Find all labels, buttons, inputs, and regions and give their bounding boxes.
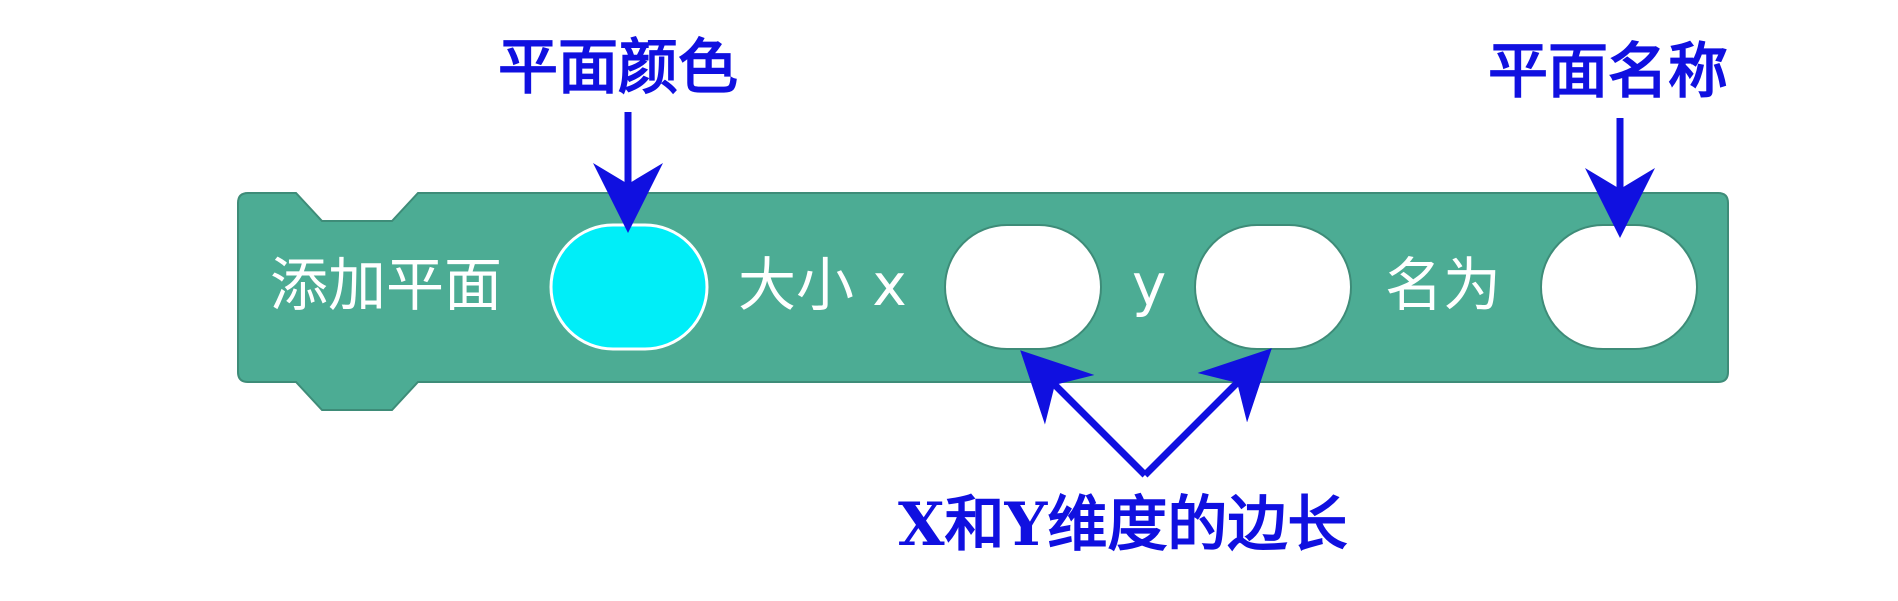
- name-slot[interactable]: [1540, 224, 1698, 350]
- block-label-add-plane: 添加平面: [270, 251, 502, 319]
- block-label-name: 名为: [1385, 251, 1501, 319]
- block-label-size-x: 大小 x: [738, 251, 907, 319]
- annotation-plane-color: 平面颜色: [498, 33, 738, 103]
- x-size-slot[interactable]: [944, 224, 1102, 350]
- arrow-to-x-slot: [1020, 350, 1148, 478]
- y-size-slot[interactable]: [1194, 224, 1352, 350]
- block-label-y: y: [1132, 251, 1166, 319]
- arrow-to-y-slot: [1142, 348, 1272, 478]
- annotation-xy-size: X和Y维度的边长: [898, 490, 1347, 560]
- color-slot[interactable]: [549, 223, 709, 351]
- annotation-plane-name: 平面名称: [1488, 37, 1728, 107]
